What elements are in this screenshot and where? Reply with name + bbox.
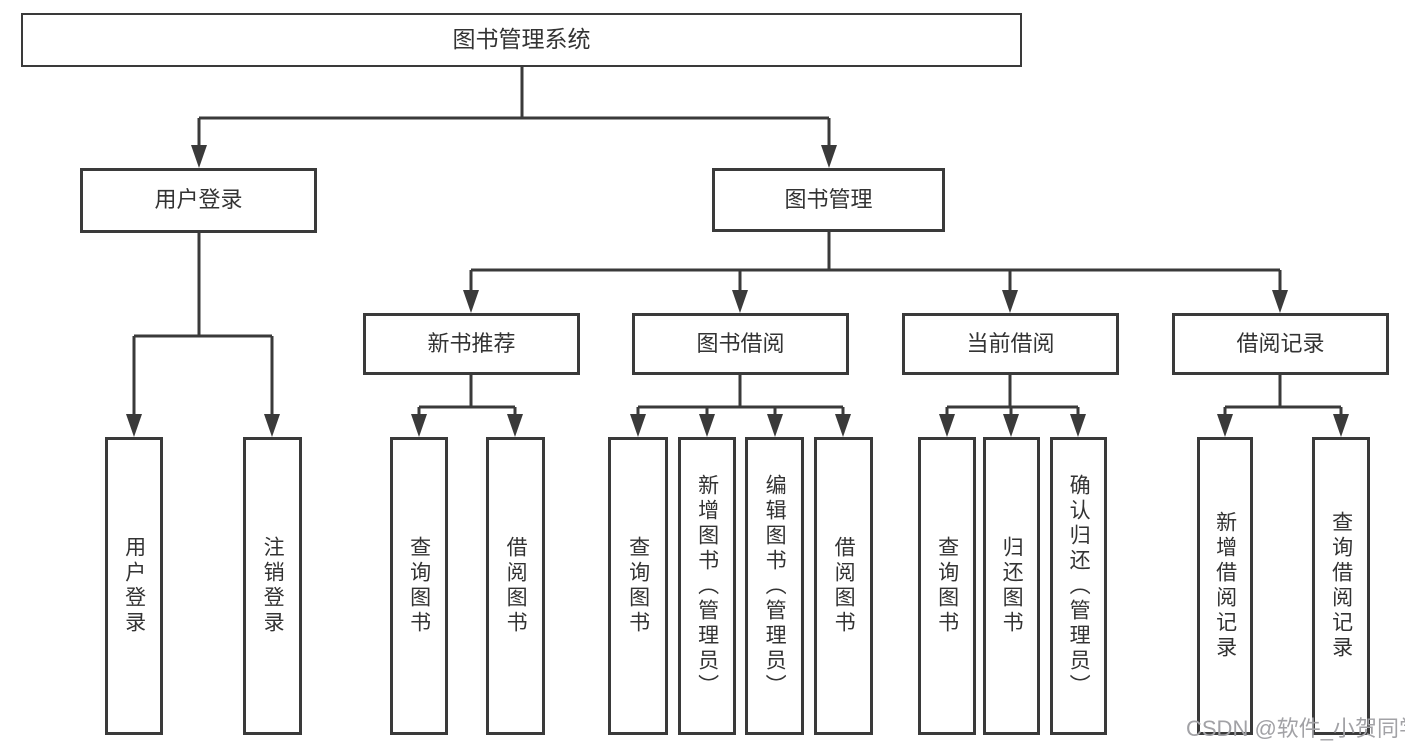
leaf-newbook-borrow-books: 借阅图书 [486, 437, 545, 735]
arrowhead [835, 414, 851, 437]
leaf-newbook-query-books: 查询图书 [390, 437, 448, 735]
arrowhead [821, 145, 837, 168]
leaf-user-login: 用户登录 [105, 437, 163, 735]
csdn-watermark: CSDN @软件_小贺同学 [1186, 716, 1405, 741]
arrowhead [1002, 290, 1018, 313]
arrowhead [699, 414, 715, 437]
leaf-bookborrow-query-books: 查询图书 [608, 437, 668, 735]
leaf-borrowrecord-add-record: 新增借阅记录 [1197, 437, 1253, 735]
arrowhead [630, 414, 646, 437]
leaf-currentborrow-confirm-return-admin: 确认归还（管理员） [1050, 437, 1107, 735]
node-book-management: 图书管理 [712, 168, 945, 232]
node-book-borrow: 图书借阅 [632, 313, 849, 375]
arrowhead [191, 145, 207, 168]
arrowhead [126, 414, 142, 437]
leaf-logout: 注销登录 [243, 437, 302, 735]
node-borrow-record: 借阅记录 [1172, 313, 1389, 375]
leaf-bookborrow-edit-books-admin: 编辑图书（管理员） [745, 437, 804, 735]
node-user-login: 用户登录 [80, 168, 317, 233]
arrowhead [1217, 414, 1233, 437]
arrowhead [767, 414, 783, 437]
arrowhead [463, 290, 479, 313]
arrowhead [507, 414, 523, 437]
leaf-borrowrecord-query-record: 查询借阅记录 [1312, 437, 1370, 735]
node-library-management-system: 图书管理系统 [21, 13, 1022, 67]
leaf-bookborrow-borrow-books: 借阅图书 [814, 437, 873, 735]
arrowhead [264, 414, 280, 437]
leaf-bookborrow-add-books-admin: 新增图书（管理员） [678, 437, 736, 735]
leaf-currentborrow-query-books: 查询图书 [918, 437, 976, 735]
arrowhead [939, 414, 955, 437]
arrowhead [1272, 290, 1288, 313]
node-new-book-recommend: 新书推荐 [363, 313, 580, 375]
node-current-borrow: 当前借阅 [902, 313, 1119, 375]
arrowheads [126, 145, 1349, 437]
arrowhead [732, 290, 748, 313]
arrowhead [411, 414, 427, 437]
arrowhead [1070, 414, 1086, 437]
arrowhead [1003, 414, 1019, 437]
leaf-currentborrow-return-books: 归还图书 [983, 437, 1040, 735]
arrowhead [1333, 414, 1349, 437]
